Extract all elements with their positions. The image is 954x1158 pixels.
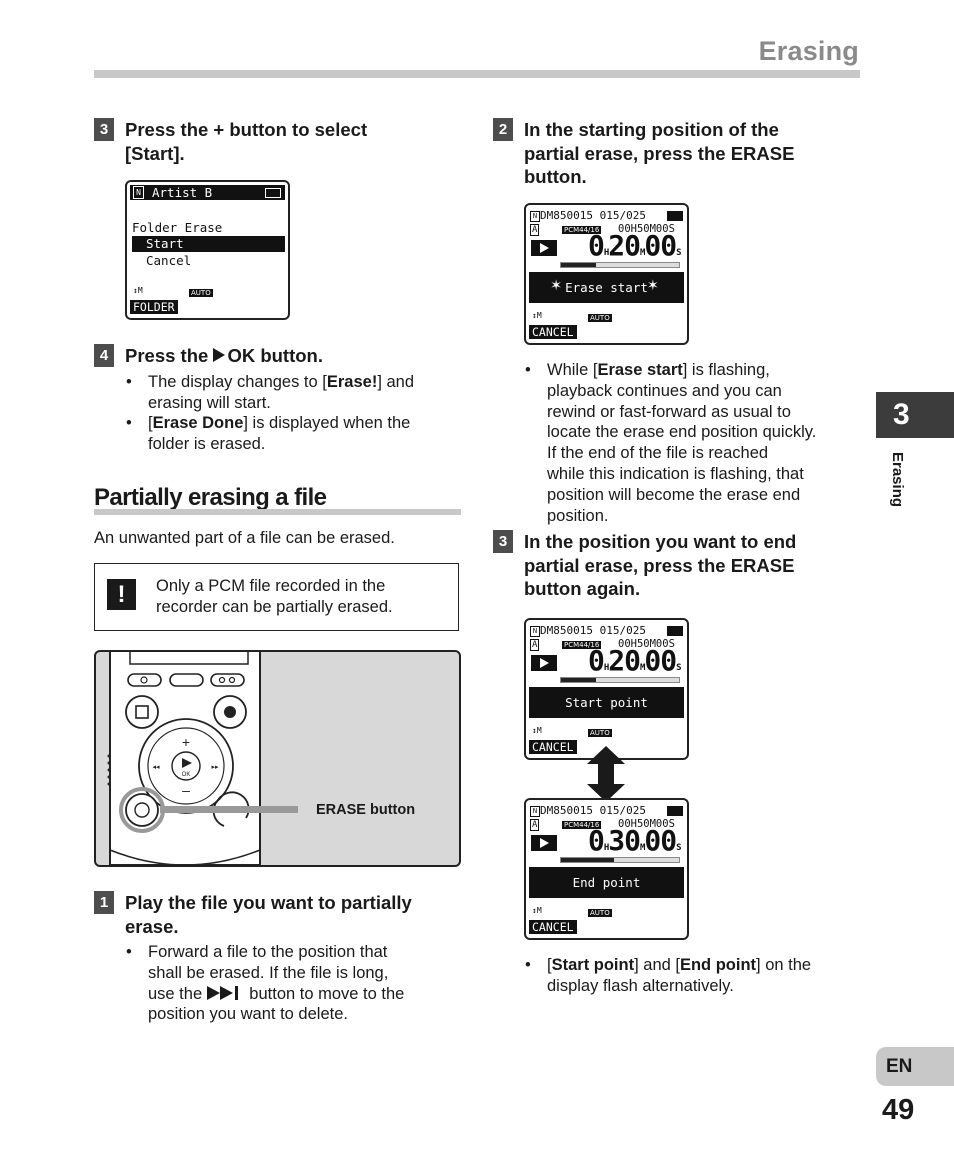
chapter-tab: 3 (876, 392, 954, 438)
mic-sensitivity-icon: ↕M (532, 311, 542, 320)
lcd-title: Artist B (152, 185, 213, 200)
svg-text:▸▸: ▸▸ (211, 763, 219, 771)
total-time: 00H50M00S (618, 818, 675, 830)
language-tab: EN (876, 1047, 954, 1086)
format-badge: PCM44/16 (562, 641, 602, 649)
lcd-title-bar: N Artist B (130, 185, 285, 200)
bullet-display-changes: • The display changes to [Erase!] and er… (126, 373, 415, 412)
format-badge: PCM44/16 (562, 226, 602, 234)
page-number: 49 (882, 1094, 915, 1126)
elapsed-time: 0H20M00S (588, 229, 682, 262)
dial-minus-label: – (182, 782, 190, 798)
folder-a-icon: A (530, 819, 540, 831)
lcd-folder-erase: N Artist B Folder Erase Start Cancel ↕M … (125, 180, 290, 320)
auto-badge: AUTO (588, 729, 612, 737)
svg-text:Erasing: Erasing (889, 452, 906, 507)
progress-bar (560, 677, 680, 683)
elapsed-time: 0H20M00S (588, 644, 682, 677)
lcd-bottom-label: CANCEL (529, 920, 577, 934)
step-1-play-file: 1 Play the file you want to partially er… (94, 891, 412, 938)
skip-forward-icon (206, 985, 245, 1000)
folder-icon: N (133, 186, 144, 199)
lcd-line-cancel: Cancel (146, 253, 192, 268)
lcd-message-bar: Start point (529, 687, 684, 718)
bullet-forward-file: • Forward a file to the position that sh… (126, 943, 405, 1024)
step-number: 3 (493, 530, 513, 553)
lcd-bottom-label: FOLDER (130, 300, 178, 314)
battery-icon (667, 806, 683, 816)
total-time: 00H50M00S (618, 638, 675, 650)
total-time: 00H50M00S (618, 223, 675, 235)
exclamation-icon: ! (107, 579, 136, 610)
bullet-erase-done: • [Erase Done] is displayed when the fol… (126, 414, 411, 453)
progress-bar (560, 262, 680, 268)
mic-sensitivity-icon: ↕M (532, 726, 542, 735)
elapsed-time: 0H30M00S (588, 824, 682, 857)
auto-badge: AUTO (189, 289, 213, 297)
step-3-end-position: 3 In the position you want to end partia… (493, 530, 796, 601)
format-badge: PCM44/16 (562, 821, 602, 829)
svg-text:◂◂: ◂◂ (152, 763, 160, 771)
progress-bar (560, 857, 680, 863)
step-number: 1 (94, 891, 114, 914)
recorder-illustration: + – OK ◂◂ ▸▸ ERASE button (94, 650, 461, 867)
section-rule (94, 509, 461, 515)
flash-burst-icon: ✶ (551, 275, 562, 295)
lcd-line-folder-erase: Folder Erase (132, 220, 223, 235)
page-header-title: Erasing (758, 36, 859, 66)
step-3-select-start: 3 Press the + button to select [Start]. (94, 118, 367, 165)
section-intro: An unwanted part of a file can be erased… (94, 529, 395, 547)
flash-burst-icon: ✶ (647, 275, 658, 295)
chapter-vertical-label: Erasing (889, 452, 906, 507)
mic-sensitivity-icon: ↕M (133, 286, 143, 295)
step-number: 2 (493, 118, 513, 141)
step-text: Play the file you want to partially eras… (125, 892, 412, 937)
bullet-erase-start-flashing: • While [Erase start] is flashing, playb… (525, 361, 817, 525)
header-rule (94, 70, 860, 78)
play-icon (531, 835, 557, 851)
step-text: In the starting position of the partial … (524, 119, 795, 187)
mic-sensitivity-icon: ↕M (532, 906, 542, 915)
recorder-drawing: + – OK ◂◂ ▸▸ (107, 652, 298, 865)
lcd-message-bar: End point (529, 867, 684, 898)
section-title: Partially erasing a file (94, 484, 327, 511)
alternate-arrow-icon (587, 746, 625, 802)
play-triangle-icon (213, 348, 226, 362)
step-text: Press the OK button. (125, 345, 323, 366)
folder-a-icon: A (530, 639, 540, 651)
battery-icon (265, 188, 281, 198)
step-number: 4 (94, 344, 114, 367)
auto-badge: AUTO (588, 909, 612, 917)
lcd-bottom-label: CANCEL (529, 740, 577, 754)
step-text: Press the + button to select [Start]. (125, 119, 368, 164)
lcd-message-bar: Erase start ✶ ✶ (529, 272, 684, 303)
lcd-selected-row: Start (132, 236, 285, 252)
step-2-starting-position: 2 In the starting position of the partia… (493, 118, 794, 189)
note-box: ! Only a PCM file recorded in the record… (94, 563, 459, 631)
lcd-bottom-label: CANCEL (529, 325, 577, 339)
play-icon (531, 240, 557, 256)
battery-icon (667, 211, 683, 221)
bullet-start-end-flash: • [Start point] and [End point] on the d… (525, 956, 812, 995)
step-4-press-ok: 4 Press the OK button. (94, 344, 323, 368)
step-text: In the position you want to end partial … (524, 531, 797, 599)
step-number: 3 (94, 118, 114, 141)
play-icon (531, 655, 557, 671)
folder-a-icon: A (530, 224, 540, 236)
note-text: Only a PCM file recorded in the recorder… (156, 577, 393, 616)
battery-icon (667, 626, 683, 636)
erase-button-callout: ERASE button (316, 802, 416, 818)
auto-badge: AUTO (588, 314, 612, 322)
dial-ok-label: OK (182, 772, 191, 778)
dial-plus-label: + (182, 734, 190, 750)
